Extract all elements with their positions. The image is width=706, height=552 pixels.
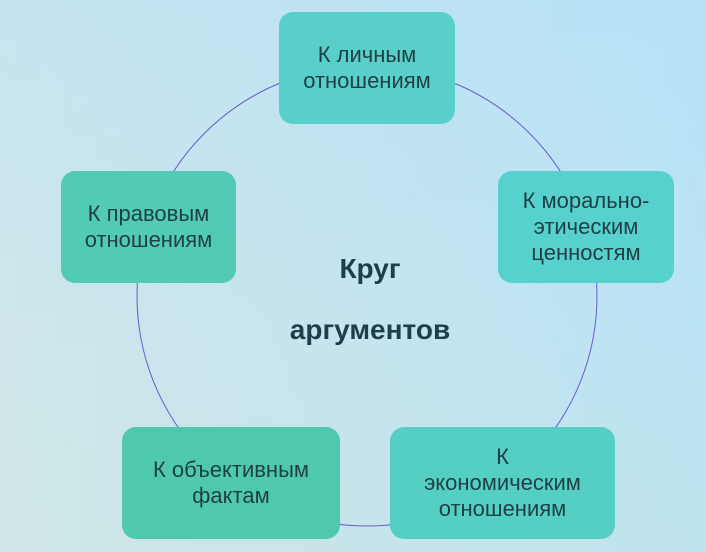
node-legal-relations-label: К правовым отношениям: [84, 201, 213, 252]
node-objective-facts: К объективным фактам: [122, 427, 340, 539]
center-title-line2: аргументов: [289, 314, 451, 345]
center-title-line1: Круг: [339, 253, 401, 284]
node-economic-relations: К экономическим отношениям: [390, 427, 615, 539]
node-objective-facts-label: К объективным фактам: [152, 457, 310, 508]
node-economic-relations-label: К экономическим отношениям: [424, 444, 581, 521]
node-personal-relations-label: К личным отношениям: [303, 42, 431, 93]
node-personal-relations: К личным отношениям: [279, 12, 455, 124]
node-moral-ethical-values: К морально- этическим ценностям: [498, 171, 674, 283]
node-legal-relations: К правовым отношениям: [61, 171, 236, 283]
node-moral-ethical-values-label: К морально- этическим ценностям: [522, 188, 650, 265]
